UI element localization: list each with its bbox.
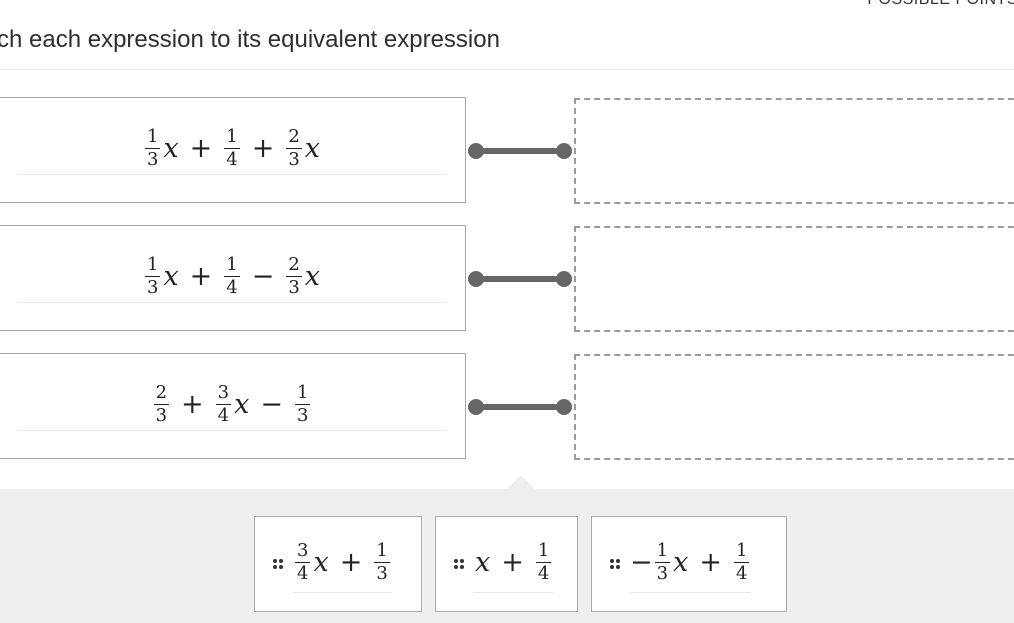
operator: + [189,261,213,292]
denominator: 3 [286,276,302,298]
denominator: 3 [144,276,161,298]
connector-icon [468,399,572,415]
drag-handle-icon[interactable] [608,557,622,571]
denominator: 4 [733,561,750,584]
drag-handle-icon[interactable] [271,557,285,571]
denominator: 3 [153,404,170,426]
denominator: 4 [535,561,552,584]
numerator: 1 [146,126,159,147]
stem-underline [17,430,447,431]
variable: x [313,546,329,578]
variable: x [163,133,179,164]
numerator: 3 [217,382,230,403]
denominator: 3 [144,148,161,170]
denominator: 4 [295,561,311,584]
operator: − [251,261,275,292]
connector-icon [468,143,572,159]
drag-handle-icon[interactable] [452,557,466,571]
numerator: 2 [288,254,300,275]
denominator: 3 [374,561,390,584]
numerator: 3 [297,539,309,561]
numerator: 1 [226,126,238,147]
denominator: 4 [224,276,240,298]
header-divider [0,69,1014,70]
operator: + [251,133,275,164]
connector-icon [468,271,572,287]
numerator: 1 [296,382,309,403]
variable: x [304,261,321,292]
stem-underline [17,174,447,175]
drop-target[interactable] [574,354,1014,460]
possible-points-label: POSSIBLE POINTS [867,0,1014,9]
question-prompt: ch each expression to its equivalent exp… [0,26,500,53]
operator: + [189,133,213,164]
numerator: 2 [288,126,300,147]
operator: + [699,546,722,578]
variable: x [475,546,491,578]
drop-target[interactable] [574,226,1014,332]
operator: + [181,389,204,420]
denominator: 3 [286,148,302,170]
variable: x [163,261,179,292]
variable: x [673,546,689,578]
tray-pointer [507,475,535,489]
operator: + [501,546,524,578]
stem-underline [17,302,447,303]
denominator: 4 [224,148,240,170]
operator: − [260,389,283,420]
numerator: 1 [146,254,159,275]
denominator: 3 [654,561,671,584]
variable: x [304,133,321,164]
numerator: 1 [656,539,669,561]
numerator: 1 [376,539,388,561]
numerator: 1 [735,539,748,561]
variable: x [234,389,250,420]
denominator: 4 [215,404,232,426]
operator: + [339,546,363,578]
sign: − [630,546,653,578]
numerator: 1 [537,539,550,561]
denominator: 3 [294,404,311,426]
numerator: 2 [155,382,168,403]
drop-target[interactable] [574,98,1014,204]
numerator: 1 [226,254,238,275]
